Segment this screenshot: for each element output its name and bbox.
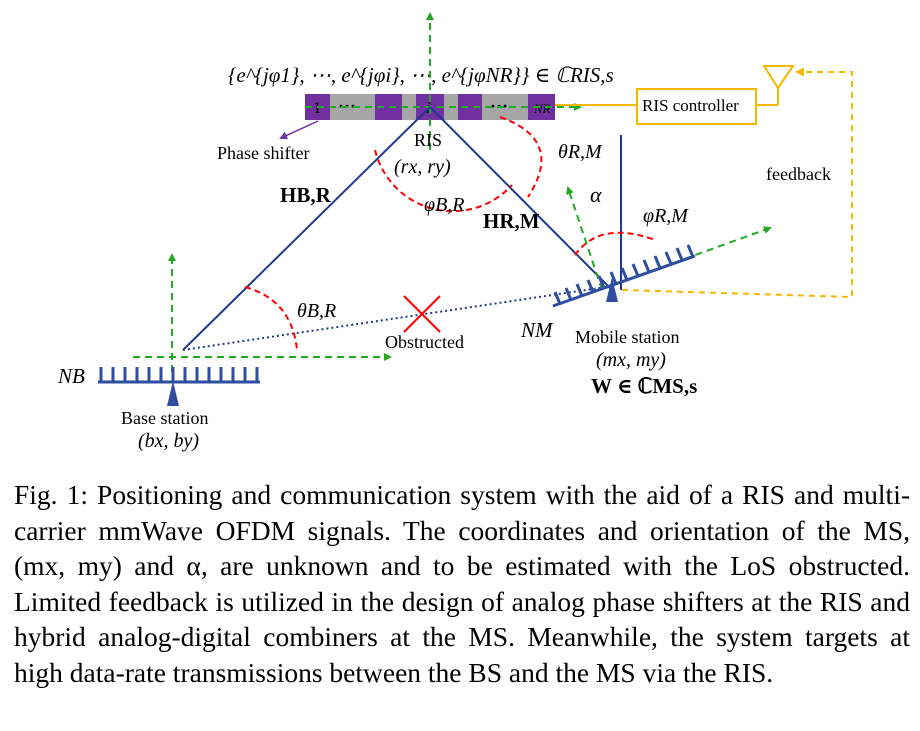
h-br-label: HB,R — [280, 183, 332, 207]
ris-controller-box — [636, 88, 757, 125]
figure-caption: Fig. 1: Positioning and communication sy… — [14, 477, 910, 690]
arc-theta-rm — [499, 116, 543, 198]
bs-coords: (bx, by) — [138, 430, 199, 452]
ms-antenna-array — [552, 244, 696, 308]
ms-coords: (mx, my) — [596, 349, 666, 371]
ris-controller-label: RIS controller — [642, 96, 739, 115]
theta-br-label: θB,R — [297, 300, 336, 322]
phase-shifter-label: Phase shifter — [217, 143, 309, 163]
obstructed-label: Obstructed — [385, 332, 464, 352]
phi-rm-label: φR,M — [643, 205, 689, 227]
link-ris-ms — [429, 106, 613, 291]
arc-phi-br — [374, 149, 513, 213]
ris-element-last: NR — [533, 101, 551, 116]
caption-text: Fig. 1: Positioning and communication sy… — [14, 479, 910, 688]
bs-pointer-icon — [167, 381, 179, 406]
phase-shifter-pointer — [279, 120, 319, 140]
w-combiner-label: W ∈ ℂMS,s — [591, 374, 697, 398]
n-m-label: NM — [520, 318, 554, 342]
feedback-path — [621, 67, 853, 299]
mobile-station-label: Mobile station — [575, 327, 680, 347]
n-b-label: NB — [57, 364, 85, 388]
h-rm-label: HR,M — [483, 209, 540, 233]
phi-br-label: φB,R — [424, 194, 465, 216]
system-diagram: 1 ··· i ··· NR {e^{jφ1}, ⋯, e^{jφi}, ⋯, … — [57, 12, 853, 452]
base-station-label: Base station — [121, 408, 209, 428]
los-path — [182, 286, 607, 351]
antenna-icon — [762, 65, 795, 105]
ris-label: RIS — [414, 130, 442, 150]
link-bs-ris — [182, 106, 431, 351]
bs-antenna-array — [98, 367, 260, 384]
ris-coords: (rx, ry) — [394, 156, 451, 178]
feedback-label: feedback — [766, 164, 831, 184]
obstruction-cross-icon — [403, 295, 441, 333]
ms-normal-axis — [566, 186, 603, 291]
alpha-label: α — [590, 182, 602, 207]
arc-theta-br — [244, 286, 298, 351]
theta-rm-label: θR,M — [558, 141, 603, 163]
ms-pointer-icon — [606, 277, 618, 302]
ris-phase-set: {e^{jφ1}, ⋯, e^{jφi}, ⋯, e^{jφNR}} ∈ ℂRI… — [228, 63, 614, 87]
